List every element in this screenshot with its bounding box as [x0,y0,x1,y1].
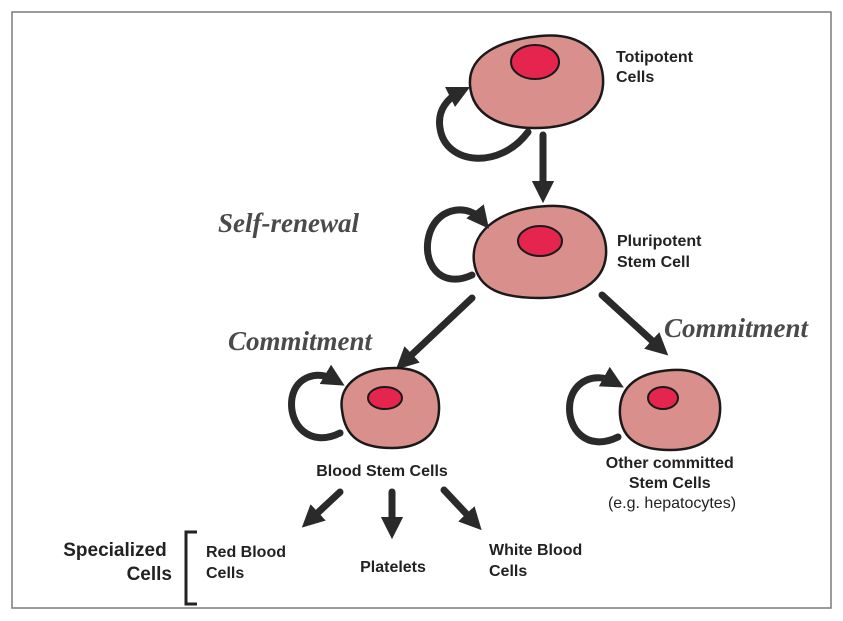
totipotent-nucleus [511,45,559,79]
other-stem-nucleus [648,387,678,409]
other-stem-cell-body [620,370,720,450]
other-stem-cell [620,370,720,450]
self-renewal-label: Self-renewal [218,208,359,238]
platelets-label: Platelets [360,559,426,576]
blood-stem-label: Blood Stem Cells [316,463,448,480]
commitment-right-label: Commitment [664,313,810,343]
diagram-frame [12,12,831,608]
pluripotent-nucleus [518,226,562,256]
blood-stem-nucleus [368,387,402,409]
totipotent-cell [470,35,603,128]
blood-stem-cell [342,368,440,448]
commitment-left-label: Commitment [228,326,374,356]
